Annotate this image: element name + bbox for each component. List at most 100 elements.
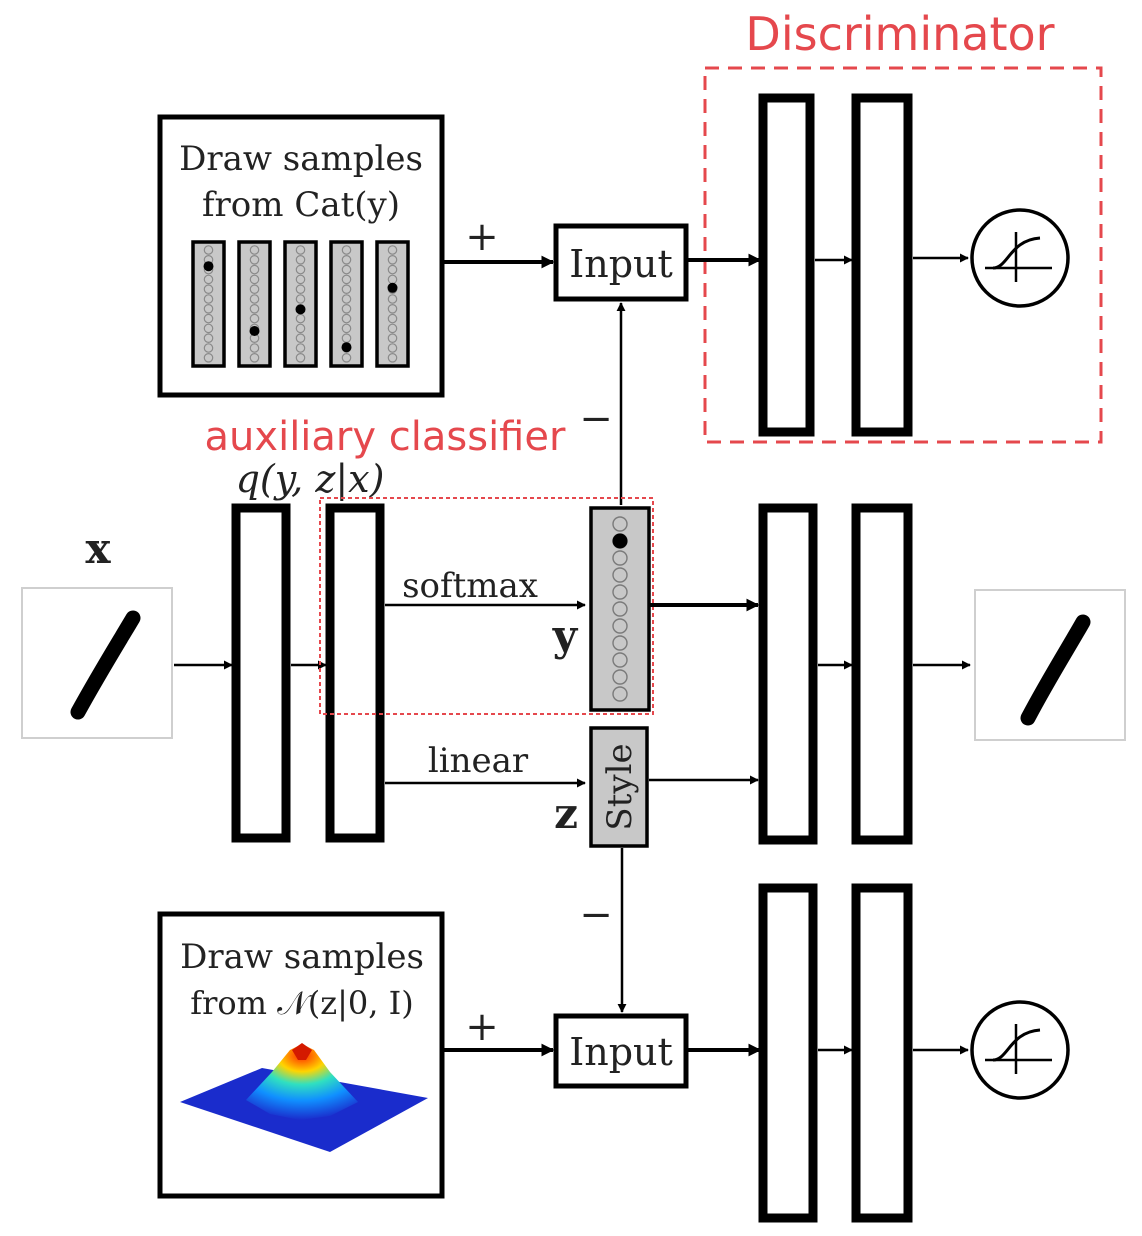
output-digit-one-image — [974, 589, 1126, 741]
decoder-layer-2 — [851, 503, 913, 845]
categorical-unit — [295, 333, 306, 343]
categorical-unit — [341, 323, 352, 334]
categorical-unit — [249, 294, 260, 304]
y-unit — [612, 601, 628, 617]
y-unit — [612, 686, 628, 702]
categorical-unit — [249, 352, 260, 363]
minus-sign-top: − — [579, 396, 613, 442]
categorical-unit — [341, 352, 352, 363]
categorical-unit — [387, 343, 398, 353]
categorical-unit — [295, 352, 306, 363]
categorical-unit — [341, 254, 352, 265]
y-categorical-vector — [589, 506, 651, 712]
y-unit — [612, 550, 628, 566]
categorical-unit — [249, 313, 260, 324]
categorical-unit — [387, 352, 398, 363]
y-unit — [612, 669, 628, 685]
encoder-layer-2 — [325, 503, 385, 843]
categorical-unit — [341, 274, 352, 285]
categorical-unit — [387, 313, 398, 324]
categorical-unit — [341, 303, 352, 314]
gauss-box-line2: from 𝒩(z|0, I) — [190, 984, 414, 1022]
categorical-unit — [249, 254, 260, 265]
decoder-layer-1 — [758, 503, 818, 845]
categorical-unit — [341, 245, 352, 255]
categorical-unit — [341, 294, 352, 304]
categorical-unit — [203, 294, 214, 304]
discriminator-title: Discriminator — [745, 7, 1054, 61]
categorical-unit — [203, 274, 214, 285]
input-label-bottom: Input — [569, 1030, 673, 1074]
categorical-unit — [203, 303, 214, 314]
categorical-sample-box: Draw samples from Cat(y) — [157, 114, 445, 398]
gauss-box-line1: Draw samples — [180, 937, 424, 977]
sampled-category-dot — [341, 342, 352, 353]
categorical-unit — [203, 343, 214, 353]
y-label: y — [552, 611, 579, 660]
encoder-layer-1 — [231, 503, 291, 843]
gaussian-surface-icon — [180, 1043, 428, 1152]
z-label: z — [554, 789, 578, 838]
discriminator-layer-1-top — [758, 93, 815, 437]
sampled-category-dot — [203, 261, 214, 272]
categorical-unit — [249, 274, 260, 285]
categorical-unit — [295, 254, 306, 265]
sigmoid-icon — [970, 208, 1070, 308]
categorical-unit — [295, 264, 306, 275]
categorical-sample-cells — [191, 240, 410, 368]
input-digit-one-image — [21, 587, 173, 739]
categorical-unit — [387, 333, 398, 343]
categorical-unit — [387, 303, 398, 314]
sampled-category-dot — [249, 326, 260, 336]
discriminator-region — [703, 66, 1103, 444]
categorical-unit — [203, 245, 214, 255]
categorical-unit — [295, 284, 306, 294]
categorical-unit — [203, 313, 214, 324]
discriminator-layer-1-bottom — [758, 883, 818, 1223]
sampled-category-dot — [295, 304, 306, 315]
categorical-unit — [341, 284, 352, 294]
x-label: x — [85, 524, 111, 573]
categorical-unit — [295, 343, 306, 353]
minus-sign-bottom: − — [579, 892, 613, 938]
y-unit — [612, 618, 628, 634]
auxiliary-classifier-label: auxiliary classifier — [205, 414, 566, 460]
y-unit — [612, 567, 628, 583]
style-label: Style — [600, 743, 640, 830]
z-style-vector — [589, 726, 649, 848]
plus-sign-top: + — [465, 214, 499, 260]
categorical-unit — [203, 333, 214, 343]
input-label-top: Input — [569, 242, 673, 286]
categorical-unit — [249, 245, 260, 255]
y-unit — [612, 652, 628, 668]
categorical-unit — [341, 313, 352, 324]
categorical-unit — [295, 274, 306, 285]
sampled-category-dot — [387, 282, 398, 293]
cat-box-line2: from Cat(y) — [202, 185, 400, 225]
y-unit — [612, 584, 628, 600]
categorical-unit — [203, 284, 214, 294]
categorical-unit — [249, 264, 260, 275]
categorical-unit — [295, 323, 306, 334]
categorical-unit — [249, 303, 260, 314]
linear-label: linear — [428, 741, 529, 781]
gaussian-sample-box: Draw samples from 𝒩(z|0, I) — [157, 911, 445, 1199]
plus-sign-bottom: + — [465, 1004, 499, 1050]
categorical-unit — [387, 323, 398, 334]
q-label: q(y, z|x) — [236, 457, 385, 501]
cat-box-line1: Draw samples — [179, 139, 423, 179]
categorical-unit — [387, 254, 398, 265]
discriminator-layer-2-bottom — [851, 883, 913, 1223]
softmax-label: softmax — [402, 566, 538, 606]
categorical-unit — [295, 245, 306, 255]
categorical-unit — [249, 284, 260, 294]
categorical-unit — [387, 294, 398, 304]
y-unit — [612, 516, 628, 532]
discriminator-input-bottom — [553, 1013, 689, 1089]
categorical-unit — [295, 294, 306, 304]
sigmoid-icon — [970, 1000, 1070, 1100]
y-unit — [612, 635, 628, 651]
categorical-unit — [249, 343, 260, 353]
categorical-unit — [387, 264, 398, 275]
